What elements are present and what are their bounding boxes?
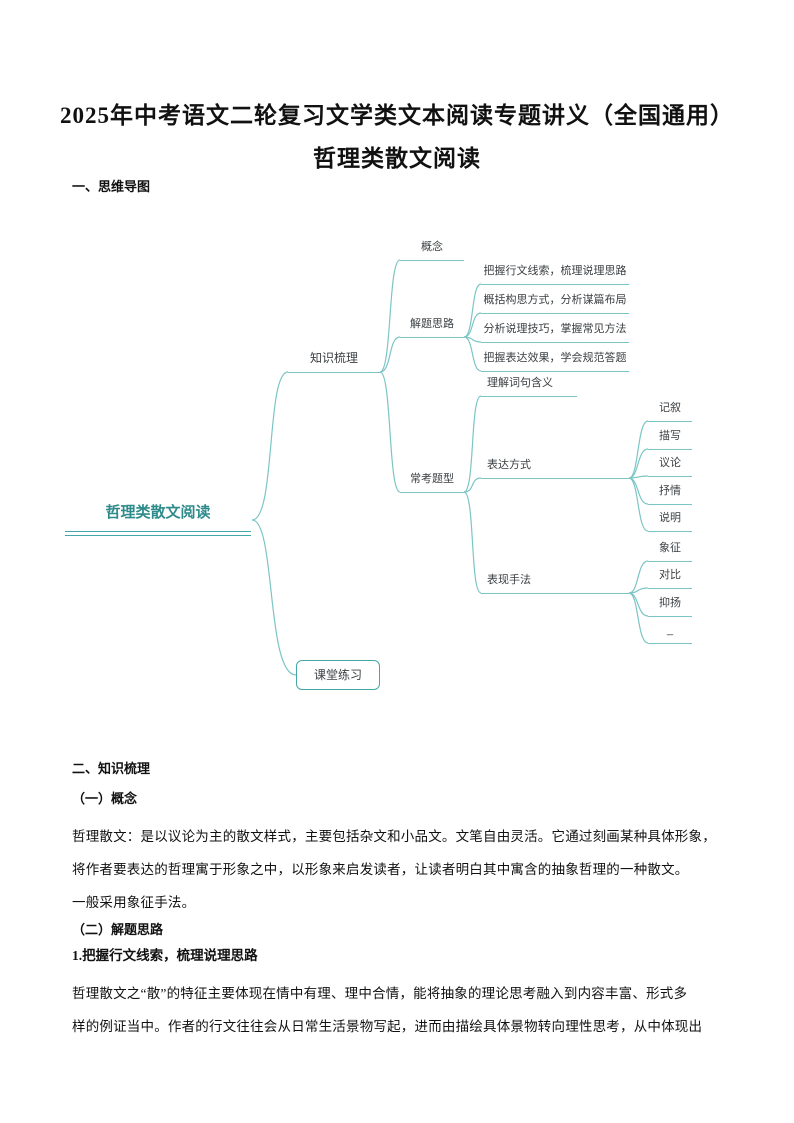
- document-title-line1: 2025年中考语文二轮复习文学类文本阅读专题讲义（全国通用）: [60, 103, 734, 128]
- mindmap-diagram: 哲理类散文阅读 知识梳理 课堂练习 概念 解题思路 常考题型 把握行文线索，梳理…: [0, 230, 794, 720]
- section-heading-knowledge: 二、知识梳理: [72, 761, 151, 776]
- mindmap-node-knowledge: 知识梳理: [288, 350, 380, 373]
- mindmap-node-expression-item: 描写: [648, 429, 692, 450]
- section-heading-mindmap: 一、思维导图: [72, 179, 151, 194]
- mindmap-node-expression-item: 说明: [648, 511, 692, 532]
- document-title-line2: 哲理类散文阅读: [313, 146, 481, 171]
- subsection-heading-concept: （一）概念: [72, 791, 138, 806]
- paragraph-line: 样的例证当中。作者的行文往往会从日常生活景物写起，进而由描绘具体景物转向理性思考…: [72, 1019, 703, 1034]
- paragraph-line: 哲理散文：是以议论为主的散文样式，主要包括杂文和小品文。文笔自由灵活。它通过刻画…: [72, 829, 716, 844]
- mindmap-node-expression-item: 记叙: [648, 401, 692, 422]
- paragraph-line: 哲理散文之“散”的特征主要体现在情中有理、理中合情，能将抽象的理论思考融入到内容…: [72, 986, 688, 1001]
- mindmap-node-practice: 课堂练习: [296, 660, 380, 690]
- mindmap-node-concept: 概念: [400, 240, 464, 261]
- subsection-heading-approach: （二）解题思路: [72, 922, 164, 937]
- mindmap-node-technique-item: 象征: [648, 541, 692, 562]
- mindmap-node-expression: 表达方式: [481, 458, 629, 479]
- mindmap-node-approach-item: 把握行文线索，梳理说理思路: [481, 264, 629, 285]
- mindmap-node-expression-item: 抒情: [648, 484, 692, 505]
- mindmap-node-approach-item: 概括构思方式，分析谋篇布局: [481, 293, 629, 314]
- mindmap-node-approach-item: 把握表达效果，学会规范答题: [481, 351, 629, 372]
- approach-sub-heading: 1.把握行文线索，梳理说理思路: [72, 948, 258, 963]
- document-body: 二、知识梳理 （一）概念 哲理散文：是以议论为主的散文样式，主要包括杂文和小品文…: [72, 760, 724, 1045]
- paragraph-line: 将作者要表达的哲理寓于形象之中，以形象来启发读者，让读者明白其中寓含的抽象哲理的…: [72, 862, 689, 877]
- approach-paragraph: 哲理散文之“散”的特征主要体现在情中有理、理中合情，能将抽象的理论思考融入到内容…: [72, 977, 724, 1043]
- mindmap-node-technique-item: _: [648, 623, 692, 644]
- mindmap-connector-lines: [251, 259, 649, 676]
- mindmap-node-understand-words: 理解词句含义: [481, 376, 577, 397]
- mindmap-node-technique-item: 对比: [648, 568, 692, 589]
- mindmap-node-technique-item: 抑扬: [648, 596, 692, 617]
- mindmap-root-node: 哲理类散文阅读: [65, 502, 251, 536]
- mindmap-node-approach-item: 分析说理技巧，掌握常见方法: [481, 322, 629, 343]
- concept-paragraph: 哲理散文：是以议论为主的散文样式，主要包括杂文和小品文。文笔自由灵活。它通过刻画…: [72, 820, 724, 919]
- mindmap-node-technique: 表现手法: [481, 573, 629, 594]
- paragraph-line: 一般采用象征手法。: [72, 895, 196, 910]
- mindmap-node-approach: 解题思路: [400, 317, 464, 338]
- mindmap-node-expression-item: 议论: [648, 456, 692, 477]
- mindmap-node-question-types: 常考题型: [400, 472, 464, 493]
